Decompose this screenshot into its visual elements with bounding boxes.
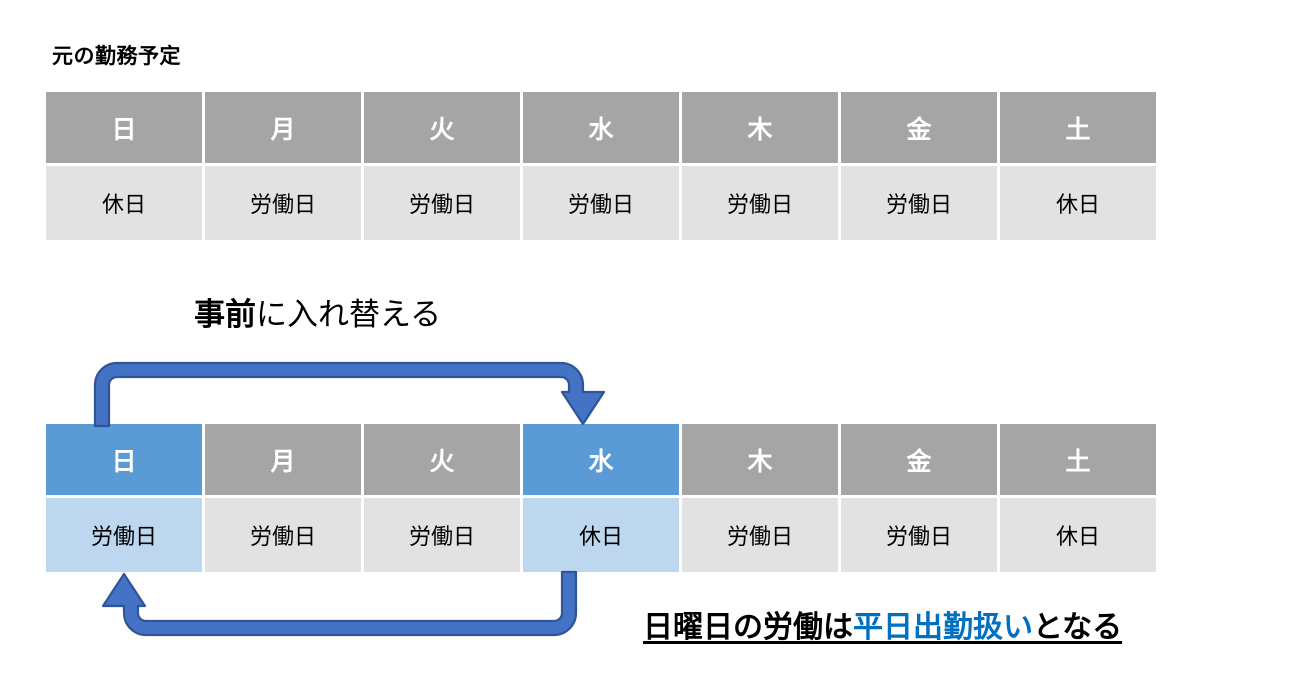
data-cell-thu: 労働日 [682,166,841,240]
header-cell-fri: 金 [841,424,1000,498]
header-cell-sat: 土 [1000,92,1156,166]
result-note-tail: となる [1033,611,1123,644]
swap-arrow-backward-icon [101,570,578,637]
header-cell-tue: 火 [364,424,523,498]
result-note-lead: 日曜日の労働は [643,611,853,644]
swapped-schedule-table: 日 月 火 水 木 金 土 労働日 労働日 労働日 休日 労働日 労働日 休日 [46,424,1156,572]
header-cell-thu: 木 [682,424,841,498]
data-cell-tue: 労働日 [364,498,523,572]
header-cell-sun: 日 [46,424,205,498]
data-cell-sat: 休日 [1000,166,1156,240]
data-cell-wed: 休日 [523,498,682,572]
data-cell-sat: 休日 [1000,498,1156,572]
table-row-header: 日 月 火 水 木 金 土 [46,92,1156,166]
data-cell-thu: 労働日 [682,498,841,572]
data-cell-mon: 労働日 [205,498,364,572]
swap-note: 事前に入れ替える [194,299,441,330]
data-cell-wed: 労働日 [523,166,682,240]
data-cell-sun: 労働日 [46,498,205,572]
original-schedule-table: 日 月 火 水 木 金 土 休日 労働日 労働日 労働日 労働日 労働日 休日 [46,92,1156,240]
header-cell-mon: 月 [205,424,364,498]
data-cell-mon: 労働日 [205,166,364,240]
table-row-data: 労働日 労働日 労働日 休日 労働日 労働日 休日 [46,498,1156,572]
data-cell-tue: 労働日 [364,166,523,240]
table-row-header: 日 月 火 水 木 金 土 [46,424,1156,498]
swap-arrow-forward-icon [93,361,606,428]
result-note: 日曜日の労働は平日出勤扱いとなる [643,611,1122,646]
data-cell-sun: 休日 [46,166,205,240]
data-cell-fri: 労働日 [841,166,1000,240]
header-cell-tue: 火 [364,92,523,166]
header-cell-fri: 金 [841,92,1000,166]
header-cell-wed: 水 [523,92,682,166]
header-cell-mon: 月 [205,92,364,166]
header-cell-wed: 水 [523,424,682,498]
page-title: 元の勤務予定 [52,45,181,68]
swap-note-rest: に入れ替える [256,297,442,332]
header-cell-thu: 木 [682,92,841,166]
data-cell-fri: 労働日 [841,498,1000,572]
header-cell-sat: 土 [1000,424,1156,498]
result-note-accent: 平日出勤扱い [853,611,1033,644]
header-cell-sun: 日 [46,92,205,166]
swap-note-emphasis: 事前 [194,297,256,332]
table-row-data: 休日 労働日 労働日 労働日 労働日 労働日 休日 [46,166,1156,240]
